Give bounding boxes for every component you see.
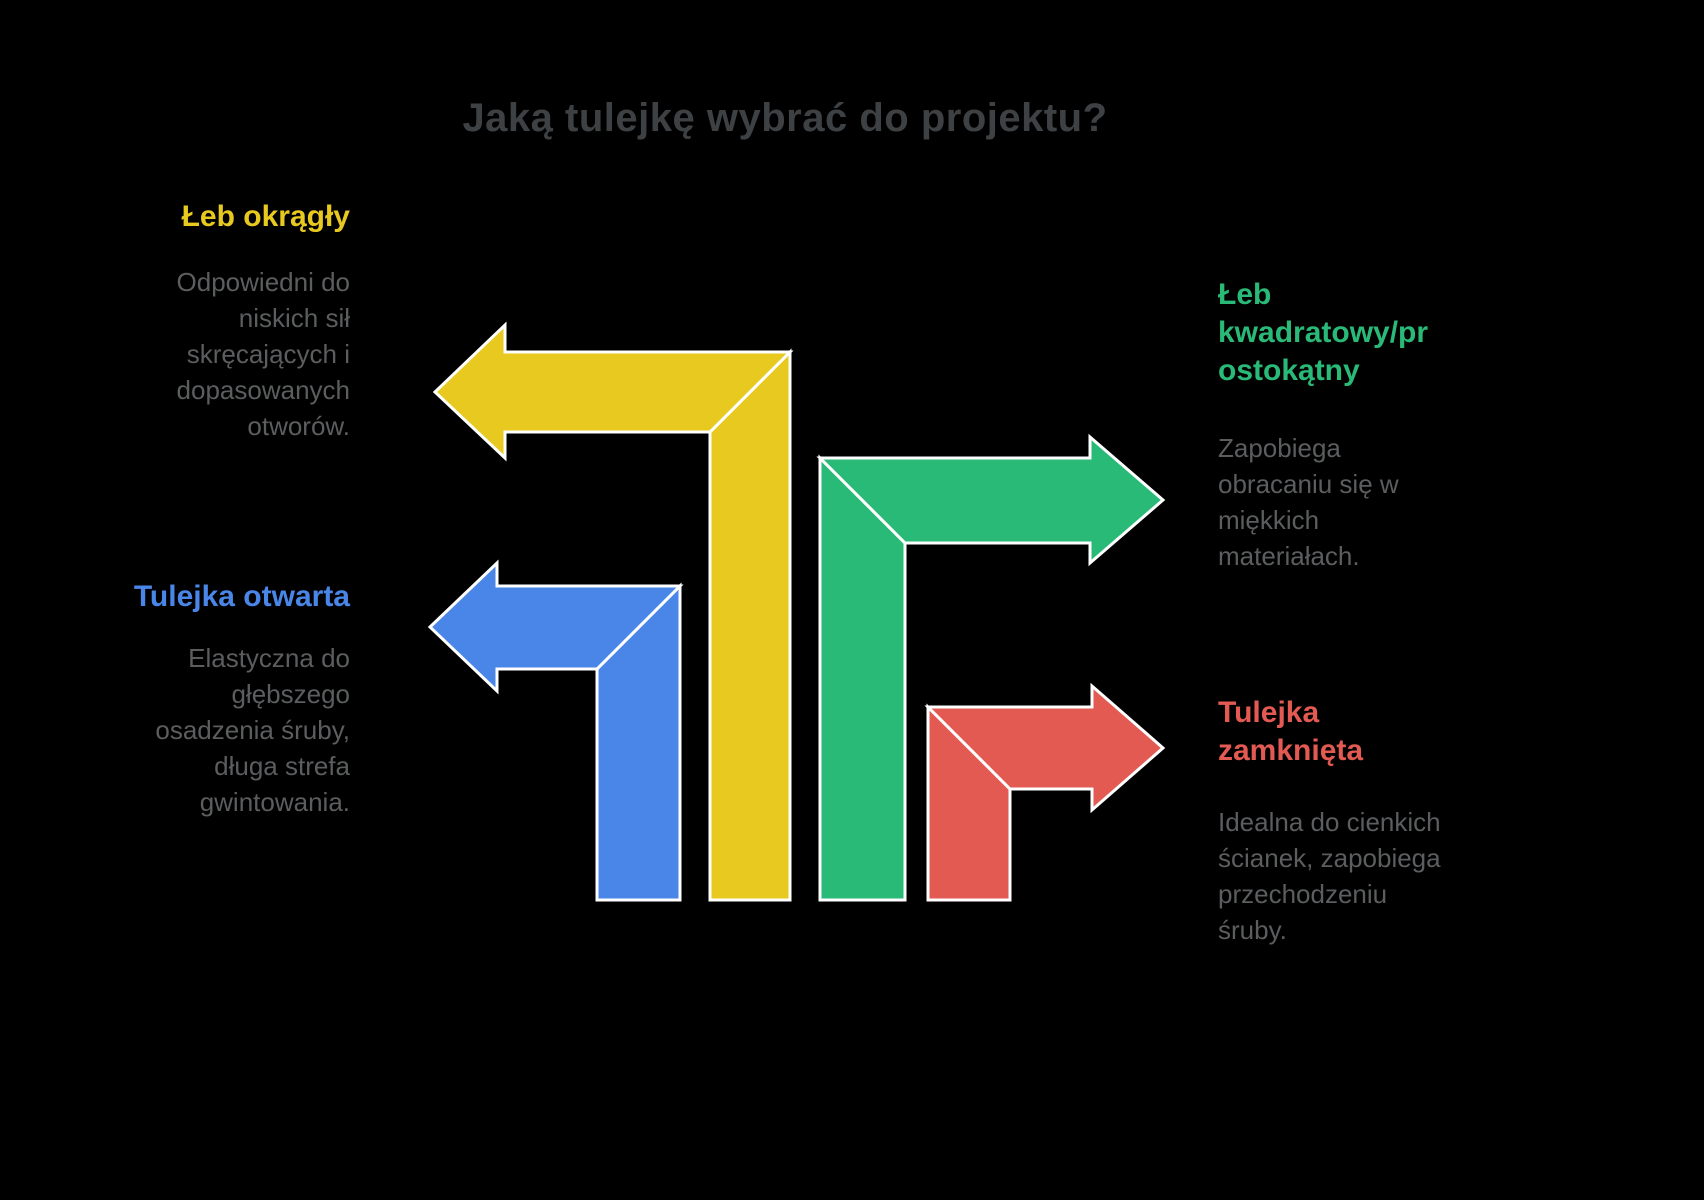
description-tulejka-otwarta: Elastyczna do głębszego osadzenia śruby,… xyxy=(155,643,350,817)
arrow-blue-left-head-segment xyxy=(427,559,684,695)
heading-tulejka-zamknieta: Tulejka zamknięta xyxy=(1218,696,1364,767)
description-tulejka-zamknieta: Idealna do cienkich ścianek, zapobiega p… xyxy=(1218,807,1441,945)
description-leb-okragly: Odpowiedni do niskich sił skręcających i… xyxy=(176,267,350,441)
section-tulejka-otwarta: Tulejka otwarta Elastyczna do głębszego … xyxy=(80,578,350,820)
section-tulejka-zamknieta: Tulejka zamknięta Idealna do cienkich śc… xyxy=(1218,694,1478,948)
heading-tulejka-otwarta: Tulejka otwarta xyxy=(133,580,350,613)
heading-leb-kwadratowy-prostokatny: Łeb kwadratowy/pr ostokątny xyxy=(1218,278,1429,387)
infographic-title: Jaką tulejkę wybrać do projektu? xyxy=(462,96,1108,140)
arrow-yellow-vertical-segment xyxy=(708,348,792,902)
description-leb-kwadratowy-prostokatny: Zapobiega obracaniu się w miękkich mater… xyxy=(1218,433,1399,571)
arrow-green-right-head-segment xyxy=(816,433,1166,567)
heading-leb-okragly: Łeb okrągły xyxy=(181,200,350,233)
arrow-red-right-head-segment xyxy=(924,682,1166,814)
arrow-yellow-left-head-segment xyxy=(432,321,794,462)
section-leb-okragly: Łeb okrągły Odpowiedni do niskich sił sk… xyxy=(80,198,350,444)
section-leb-kwadratowy-prostokatny: Łeb kwadratowy/pr ostokątny Zapobiega ob… xyxy=(1218,276,1478,574)
